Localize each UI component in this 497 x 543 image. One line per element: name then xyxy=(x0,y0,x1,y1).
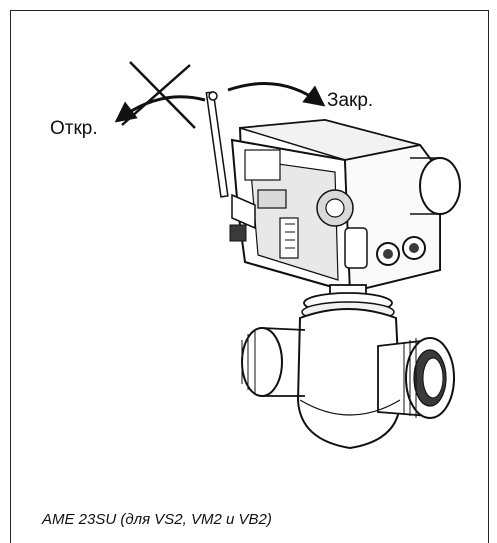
close-direction-arrow-icon xyxy=(227,82,326,107)
figure-frame xyxy=(10,10,489,543)
close-direction-label: Закр. xyxy=(327,90,374,111)
open-direction-label: Откр. xyxy=(50,118,98,139)
manual-lever-icon xyxy=(205,91,229,198)
figure-caption: AME 23SU (для VS2, VM2 и VB2) xyxy=(42,511,272,528)
cross-mark-icon xyxy=(121,61,196,129)
actuator-housing xyxy=(229,118,461,294)
open-direction-arrow-icon xyxy=(114,95,206,123)
valve-body xyxy=(241,308,455,450)
